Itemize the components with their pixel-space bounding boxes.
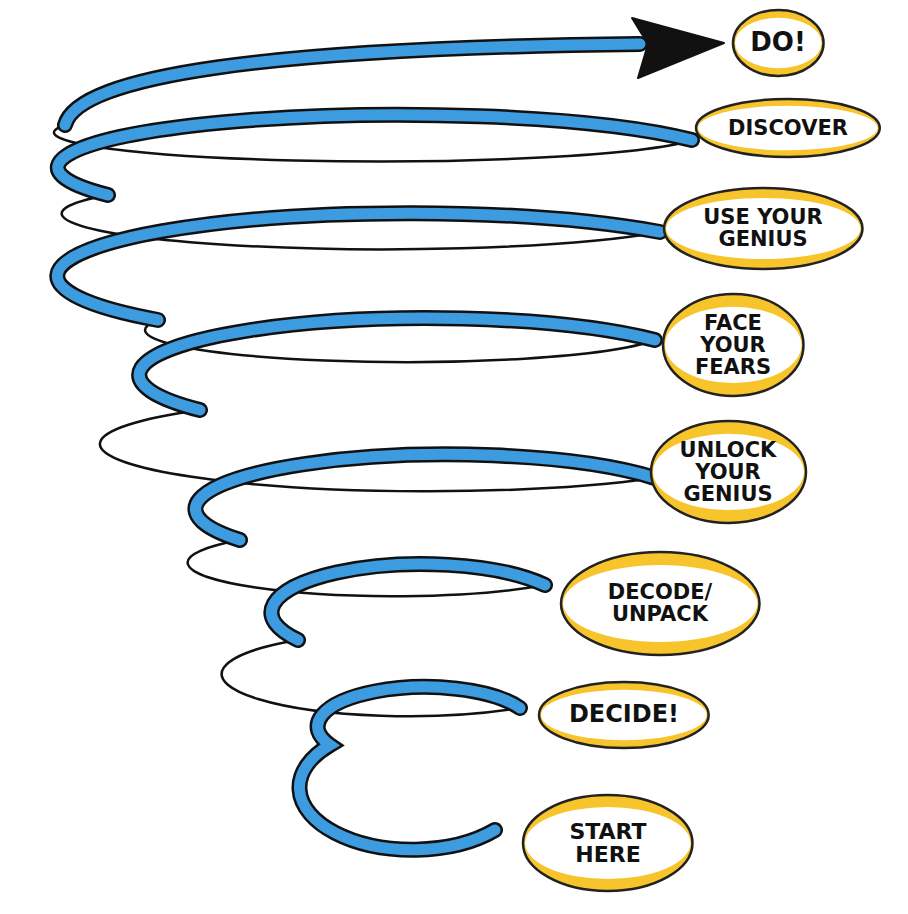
oval-fill [541,690,707,740]
oval-fill [563,564,758,641]
step-label: UNLOCK YOUR GENIUS [678,439,778,505]
yellow-highlight [539,682,709,748]
oval-step: DISCOVER [694,97,882,159]
oval-fill [735,18,822,68]
step-label: DO! [750,29,806,56]
yellow-highlight [561,552,760,655]
oval-outline [523,795,693,891]
oval-outline [663,294,804,396]
oval-step: DECODE/ UNPACK [559,550,762,657]
step-label: DISCOVER [728,117,848,139]
oval-step: DECIDE! [537,680,711,750]
oval-fill [698,106,878,151]
oval-outline [664,188,863,269]
yellow-highlight [733,10,824,76]
oval-step: FACE YOUR FEARS [661,292,806,398]
yellow-highlight [651,421,806,523]
arrow-head [632,18,724,78]
step-label: DECIDE! [569,702,679,727]
step-label: START HERE [553,820,663,866]
oval-outline [733,10,824,76]
oval-outline [539,682,709,748]
oval-step: START HERE [521,793,695,893]
oval-step: UNLOCK YOUR GENIUS [649,419,808,525]
yellow-highlight [523,795,693,891]
yellow-highlight [664,188,863,269]
step-label: USE YOUR GENIUS [698,206,828,250]
yellow-highlight [696,99,880,157]
oval-outline [651,421,806,523]
oval-fill [665,307,802,383]
oval-fill [653,434,804,510]
step-label: FACE YOUR FEARS [688,312,778,378]
yellow-highlight [663,294,804,396]
oval-fill [525,807,691,879]
oval-outline [561,552,760,655]
step-label: DECODE/ UNPACK [595,581,725,625]
oval-outline [696,99,880,157]
oval-step: USE YOUR GENIUS [662,186,865,271]
oval-fill [666,197,861,258]
oval-step: DO! [731,8,826,78]
